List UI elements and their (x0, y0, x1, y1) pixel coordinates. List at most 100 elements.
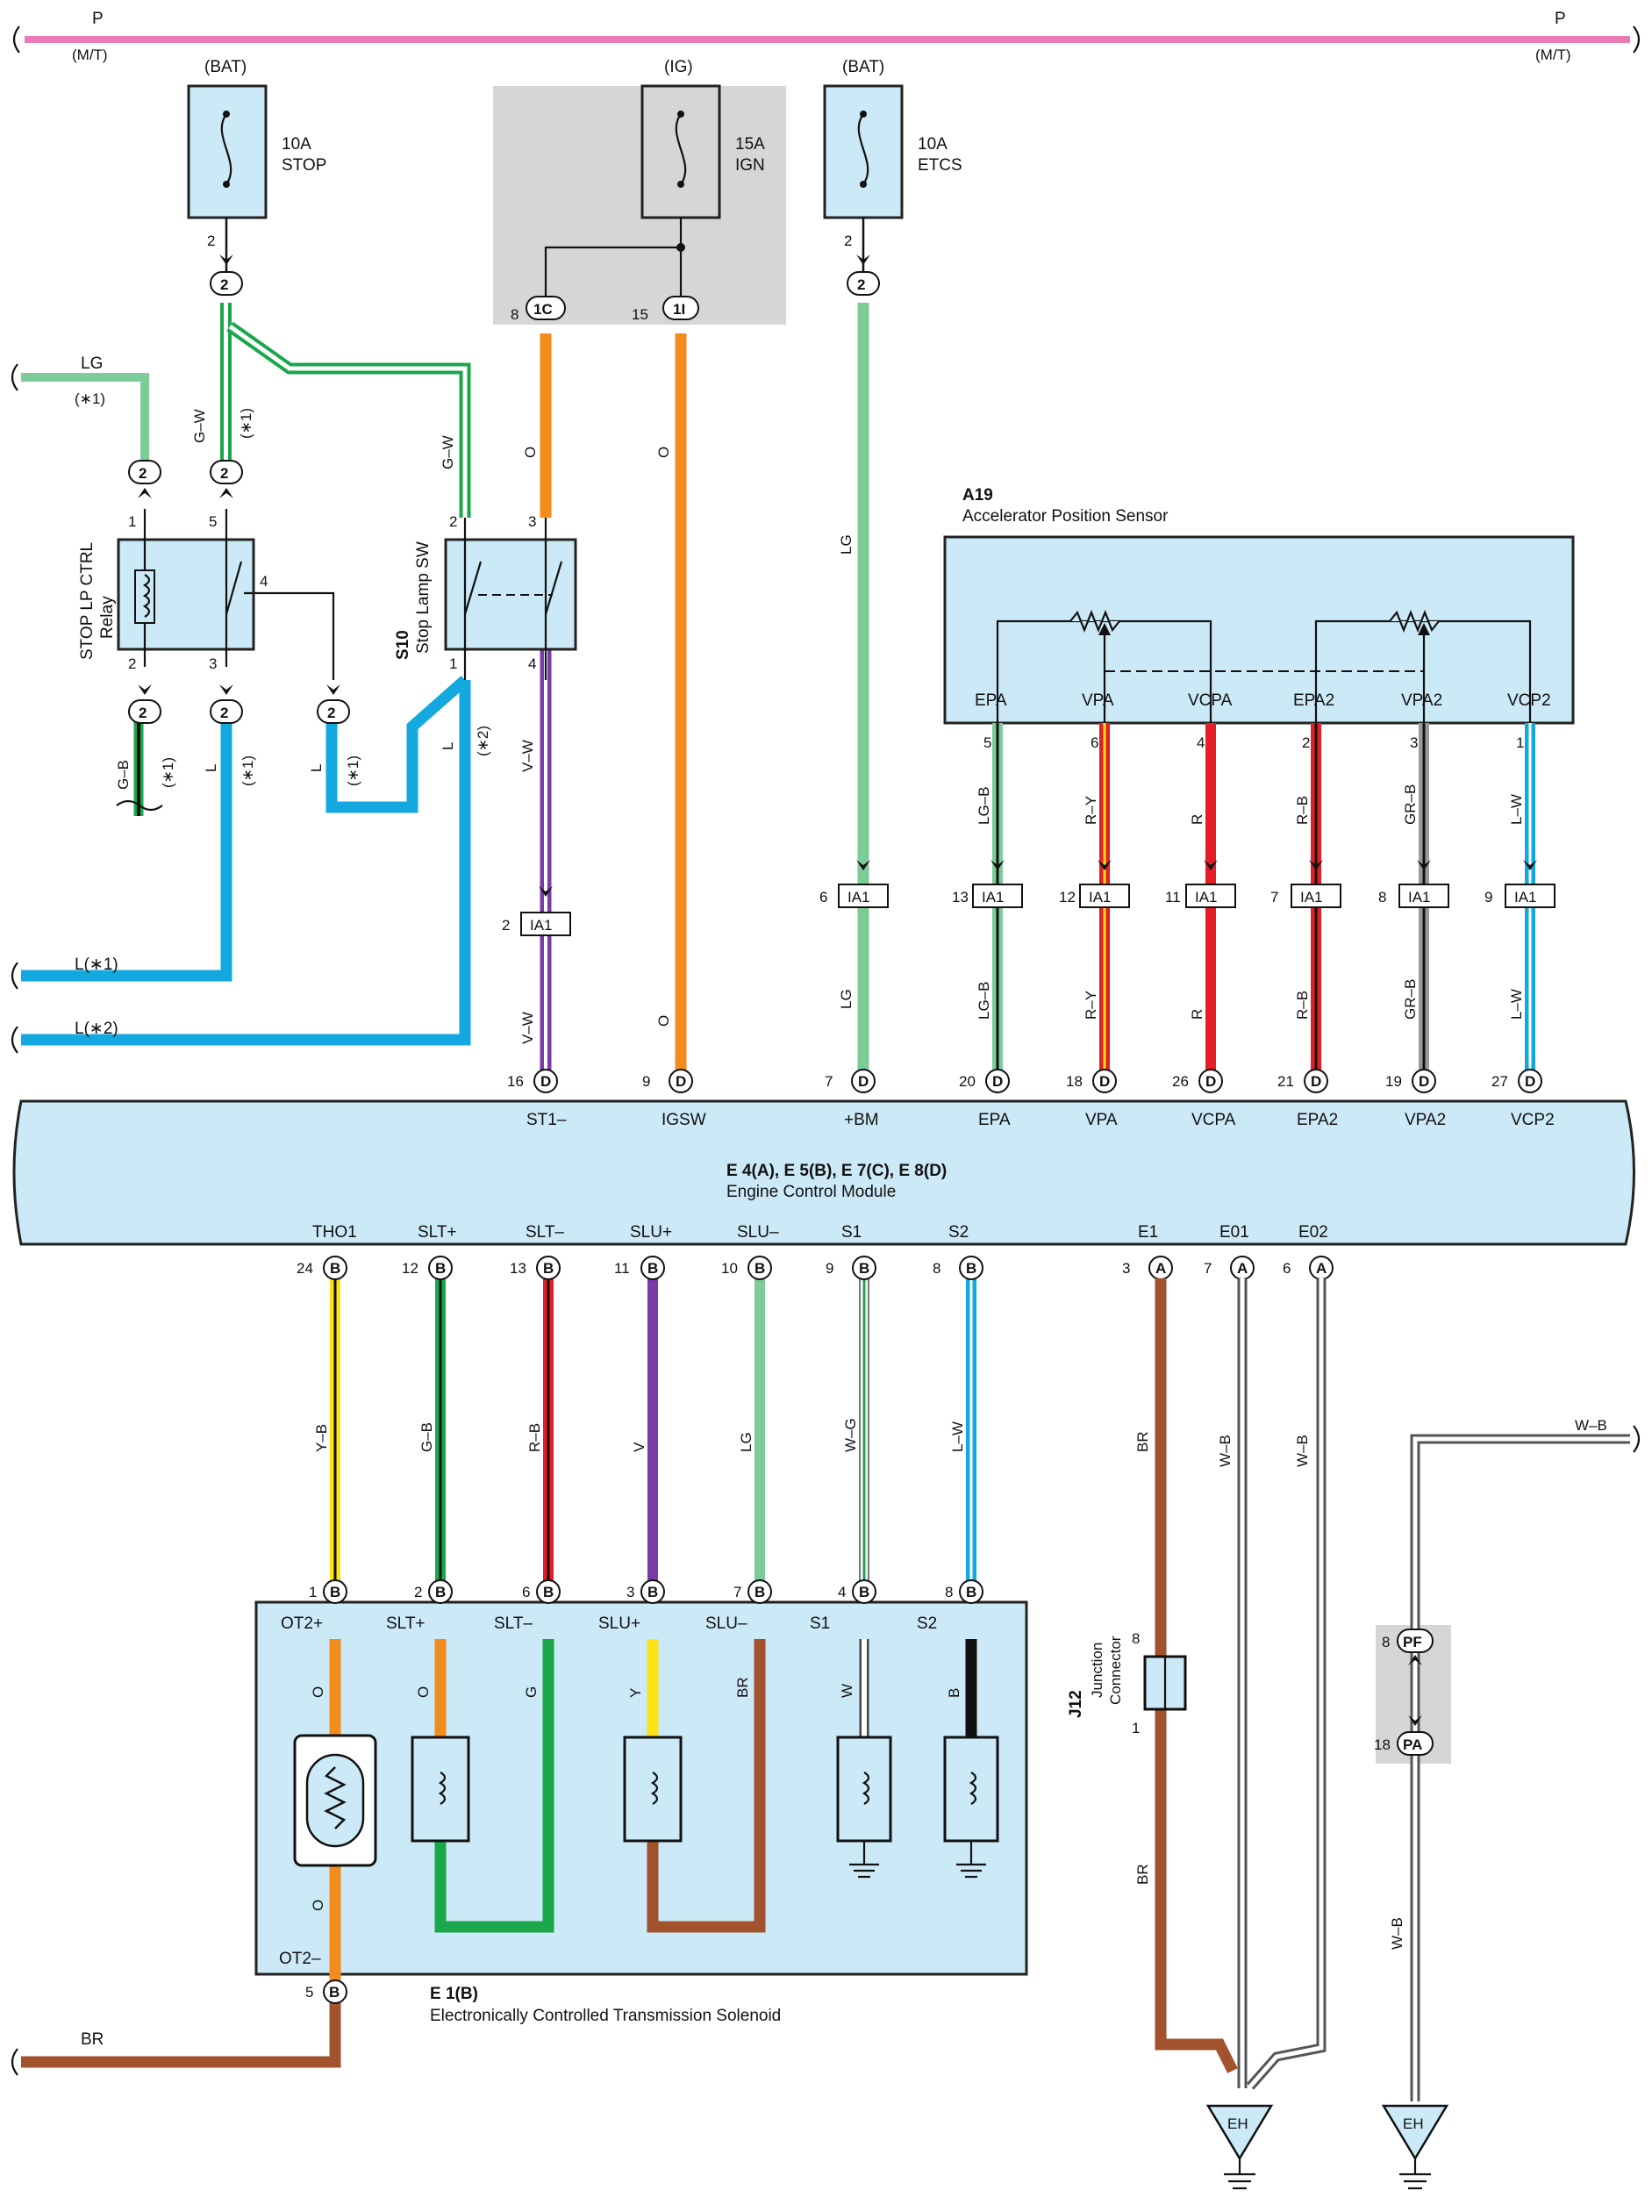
svg-text:L: L (308, 764, 325, 772)
ecm-bottom-connector (428, 1256, 453, 1280)
svg-text:IGN: IGN (735, 156, 765, 175)
svg-text:Relay: Relay (98, 596, 117, 639)
ecm-connector-label: A (1155, 1260, 1166, 1277)
svg-text:2: 2 (207, 233, 215, 249)
svg-text:G–W: G–W (440, 435, 456, 469)
ecm-connector-label: B (754, 1260, 765, 1277)
svg-text:2: 2 (502, 917, 510, 934)
ecm-terminal-label: E01 (1219, 1223, 1249, 1242)
svg-text:L(∗1): L(∗1) (75, 956, 118, 974)
solenoid-coil-icon (969, 1772, 977, 1805)
ecm-pin-number: 6 (1283, 1260, 1291, 1277)
ia1-connector (1291, 884, 1341, 908)
svg-text:V–W: V–W (519, 740, 536, 772)
wb-right-branch: W–B W–B PF 8 PA 18 (1374, 1417, 1641, 2101)
ecm-terminal-label: S2 (948, 1223, 969, 1242)
ecm-bottom-connector (640, 1256, 665, 1280)
ecm-connector-label: B (435, 1260, 446, 1277)
stop-lamp-switch: 2 3 1 4 S10 Stop Lamp SW (394, 513, 577, 680)
fuse-stop: (BAT) 10A STOP 2 (187, 58, 326, 272)
svg-text:(IG): (IG) (664, 58, 693, 76)
solenoid-pin-number: 2 (414, 1584, 422, 1600)
svg-text:IA1: IA1 (530, 917, 553, 934)
ecm-terminal-label: SLT+ (418, 1223, 457, 1242)
svg-text:8: 8 (511, 306, 518, 323)
bus-label-left: P (92, 10, 104, 28)
svg-text:Electronically Controlled Tran: Electronically Controlled Transmission S… (430, 2007, 781, 2025)
ecm-connector-d (533, 1069, 558, 1093)
ecm-connector-label: B (966, 1260, 976, 1277)
relay-contact-icon (225, 561, 243, 615)
accel-term-label: VPA2 (1401, 691, 1442, 710)
ecm-terminal-label: EPA2 (1297, 1111, 1338, 1129)
svg-text:(∗1): (∗1) (75, 390, 105, 407)
accel-term-label: VCP2 (1507, 691, 1551, 710)
accel-pin-number: 5 (983, 734, 991, 751)
ia1-pin-number: 13 (952, 889, 969, 906)
ecm-pin-number: 19 (1385, 1073, 1402, 1090)
ecm-pin-number: 9 (642, 1073, 650, 1090)
solenoid-connector (428, 1579, 453, 1604)
svg-text:(∗2): (∗2) (475, 726, 491, 756)
ia1-pin-number: 7 (1270, 889, 1278, 906)
wire-code-label: GR–B (1402, 784, 1419, 825)
svg-text:J12: J12 (1067, 1690, 1085, 1718)
solenoid-coil-icon (862, 1772, 870, 1805)
ia1-label: IA1 (1089, 889, 1112, 906)
wire-code-label: L–W (949, 1421, 966, 1452)
solenoid-connector-label: B (966, 1584, 976, 1600)
accel-pin-number: 3 (1410, 734, 1418, 751)
ecm-connector-d (1518, 1069, 1542, 1093)
conn-2-etcs: 2 (847, 271, 880, 296)
svg-text:(∗1): (∗1) (240, 755, 256, 786)
solenoid-pin-number: 8 (945, 1584, 953, 1600)
ia1-connector (1079, 884, 1130, 908)
solenoid-terminal-label: OT2+ (281, 1614, 323, 1633)
wire-l2 (21, 680, 471, 1046)
solenoid-connector-label: B (647, 1584, 658, 1600)
accel-term-label: EPA2 (1293, 691, 1334, 710)
svg-text:2: 2 (139, 705, 147, 721)
wire-code-label: R–B (526, 1423, 543, 1452)
ecm-pin-number: 9 (826, 1260, 833, 1277)
ecm-terminal-label: +BM (844, 1111, 879, 1129)
svg-text:(∗1): (∗1) (238, 408, 254, 439)
arrow-icon (1098, 860, 1112, 870)
ecm-connector-d (1304, 1069, 1328, 1093)
ecm-pin-number: 3 (1122, 1260, 1130, 1277)
ecm-connector-label: D (676, 1073, 686, 1090)
ia1-label: IA1 (1408, 889, 1431, 906)
svg-text:G–W: G–W (191, 409, 208, 443)
ecm-bottom-connector (747, 1256, 772, 1280)
ecm-connector-d (669, 1069, 693, 1093)
accel-pin-number: 2 (1302, 734, 1310, 751)
conn-relay-2: 2 (128, 699, 161, 724)
wire-code-label: LG–B (976, 982, 992, 1020)
ecm-connector-label: D (1205, 1073, 1216, 1090)
svg-text:18: 18 (1374, 1736, 1391, 1753)
svg-text:O: O (310, 1900, 326, 1911)
ecm-connector-d (1198, 1069, 1223, 1093)
svg-text:3: 3 (209, 655, 217, 672)
svg-text:W–B: W–B (1389, 1917, 1405, 1950)
arrow-heads-top (138, 254, 870, 897)
svg-text:2: 2 (857, 276, 865, 293)
svg-text:L: L (203, 764, 219, 772)
conn-1c: 1C (526, 296, 566, 320)
ecm-terminal-label: ST1– (526, 1111, 567, 1129)
ecm-terminal-label: VPA (1085, 1111, 1118, 1129)
thermistor-icon (324, 1766, 347, 1829)
svg-text:2: 2 (128, 655, 136, 672)
ecm-terminal-label: E02 (1298, 1223, 1328, 1242)
svg-text:(∗1): (∗1) (345, 755, 361, 786)
solenoid-terminal-label: S1 (810, 1614, 830, 1633)
svg-text:2: 2 (220, 276, 228, 293)
wire-code-label: L–W (1508, 989, 1525, 1020)
wire-code-label: W–G (842, 1418, 859, 1452)
ecm-connector-d (1412, 1069, 1436, 1093)
wire-code-label: LG–B (976, 787, 992, 825)
ground-eh-1: EH (1205, 2104, 1274, 2190)
svg-text:BR: BR (1134, 1431, 1151, 1452)
svg-text:1I: 1I (673, 301, 685, 318)
